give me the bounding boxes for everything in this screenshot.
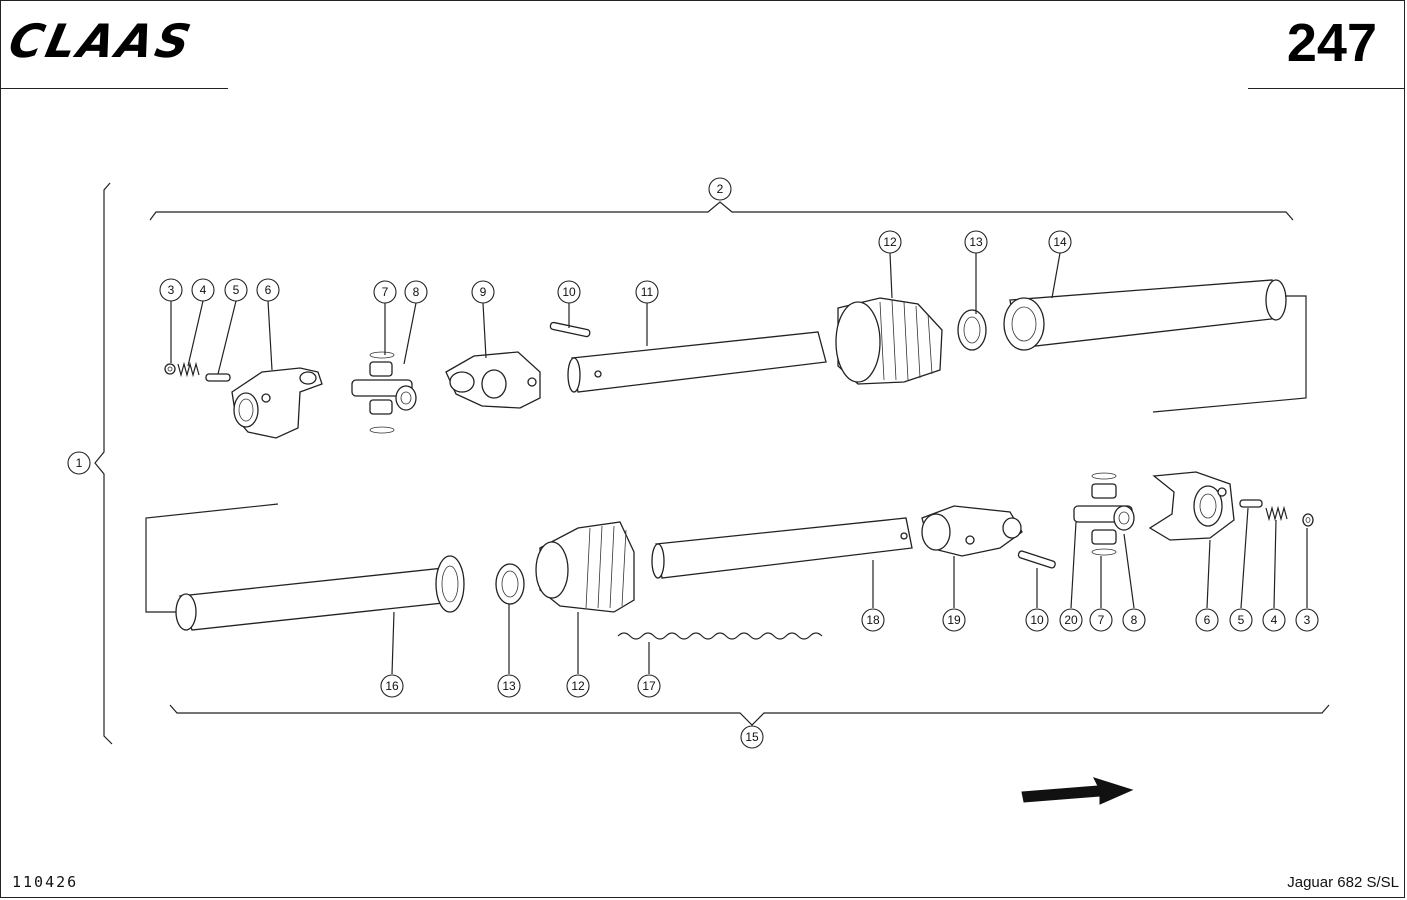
callout-5: 5 <box>224 278 248 302</box>
callout-16: 16 <box>380 674 404 698</box>
callout-label: 4 <box>200 283 207 297</box>
callout-11: 11 <box>635 280 659 304</box>
part-13-bearing-ring-upper <box>957 309 987 351</box>
callout-label: 7 <box>1098 613 1105 627</box>
callout-20: 20 <box>1059 608 1083 632</box>
callout-label: 3 <box>1304 613 1311 627</box>
callout-3: 3 <box>159 278 183 302</box>
part-12-guard-cone-upper <box>835 297 943 385</box>
callout-label: 8 <box>1131 613 1138 627</box>
callout-6-lower: 6 <box>1195 608 1219 632</box>
callout-label: 13 <box>502 679 516 693</box>
part-3-nut-lower <box>1302 513 1314 527</box>
part-6-yoke-lower <box>1148 471 1235 541</box>
drawing-number: 110426 <box>12 873 79 891</box>
callout-8-lower: 8 <box>1122 608 1146 632</box>
part-5-pin-upper <box>205 373 231 382</box>
callout-3-lower: 3 <box>1295 608 1319 632</box>
callout-label: 10 <box>1030 613 1044 627</box>
model-name: Jaguar 682 S/SL <box>1287 874 1399 891</box>
part-16-outer-tube <box>175 555 465 631</box>
callout-9: 9 <box>471 280 495 304</box>
part-5-pin-lower <box>1239 499 1263 508</box>
part-13-bearing-ring-lower <box>495 563 525 605</box>
part-6-yoke-upper <box>231 367 323 439</box>
callout-label: 13 <box>969 235 983 249</box>
callout-label: 7 <box>382 285 389 299</box>
bracket-assembly-15 <box>169 704 1330 726</box>
direction-arrow-icon <box>1021 777 1134 805</box>
callout-17: 17 <box>637 674 661 698</box>
callout-10: 10 <box>557 280 581 304</box>
header-rule-left <box>0 88 228 89</box>
callout-label: 5 <box>1238 613 1245 627</box>
callout-label: 8 <box>413 285 420 299</box>
callout-1: 1 <box>67 451 91 475</box>
callout-label: 6 <box>265 283 272 297</box>
callout-6: 6 <box>256 278 280 302</box>
callout-5-lower: 5 <box>1229 608 1253 632</box>
callout-label: 9 <box>480 285 487 299</box>
part-17-chain <box>617 632 823 640</box>
part-3-nut-upper <box>164 363 176 375</box>
part-7-8-cross-upper <box>351 351 417 434</box>
callout-13: 13 <box>964 230 988 254</box>
callout-label: 20 <box>1064 613 1078 627</box>
callout-18: 18 <box>861 608 885 632</box>
callout-label: 17 <box>642 679 656 693</box>
part-10-roll-pin-lower <box>1017 550 1056 569</box>
callout-2: 2 <box>708 177 732 201</box>
callout-12: 12 <box>878 230 902 254</box>
part-19-yoke-lower <box>921 505 1023 557</box>
callout-label: 6 <box>1204 613 1211 627</box>
callout-label: 11 <box>641 285 654 299</box>
callout-8: 8 <box>404 280 428 304</box>
header-rule-right <box>1248 88 1405 89</box>
callout-12-lower: 12 <box>566 674 590 698</box>
continuation-line-upper <box>1152 295 1307 413</box>
part-10-roll-pin-upper <box>549 321 591 338</box>
callout-label: 2 <box>717 182 724 196</box>
part-9-yoke-upper <box>445 351 541 409</box>
callout-label: 12 <box>571 679 585 693</box>
callout-label: 5 <box>233 283 240 297</box>
page-number: 247 <box>1286 13 1377 73</box>
callout-10-lower: 10 <box>1025 608 1049 632</box>
part-14-outer-tube <box>1003 279 1287 351</box>
part-11-inner-tube <box>567 331 827 393</box>
callout-labels: 1 2 3 4 5 6 7 8 9 10 11 12 13 14 16 13 1… <box>67 177 1319 749</box>
callout-label: 14 <box>1053 235 1067 249</box>
part-12-guard-cone-lower <box>535 521 635 613</box>
part-20-7-8-cross-lower <box>1073 472 1135 556</box>
callout-label: 15 <box>745 730 759 744</box>
callout-15: 15 <box>740 725 764 749</box>
callout-7: 7 <box>373 280 397 304</box>
leader-lines <box>170 252 1308 675</box>
callout-4-lower: 4 <box>1262 608 1286 632</box>
callout-14: 14 <box>1048 230 1072 254</box>
callout-label: 4 <box>1271 613 1278 627</box>
part-4-spring-upper <box>177 361 200 378</box>
bracket-assembly-2 <box>149 201 1294 221</box>
part-4-spring-lower <box>1265 505 1288 522</box>
callout-label: 3 <box>168 283 175 297</box>
callout-19: 19 <box>942 608 966 632</box>
callout-7-lower: 7 <box>1089 608 1113 632</box>
callout-13-lower: 13 <box>497 674 521 698</box>
part-18-inner-tube <box>651 517 913 579</box>
callout-label: 18 <box>866 613 880 627</box>
callout-label: 1 <box>76 456 83 470</box>
bracket-assembly-1 <box>94 182 113 745</box>
callout-label: 12 <box>883 235 897 249</box>
continuation-line-lower <box>145 503 279 613</box>
callout-label: 19 <box>947 613 961 627</box>
callout-4: 4 <box>191 278 215 302</box>
callout-label: 16 <box>385 679 399 693</box>
callout-label: 10 <box>562 285 576 299</box>
